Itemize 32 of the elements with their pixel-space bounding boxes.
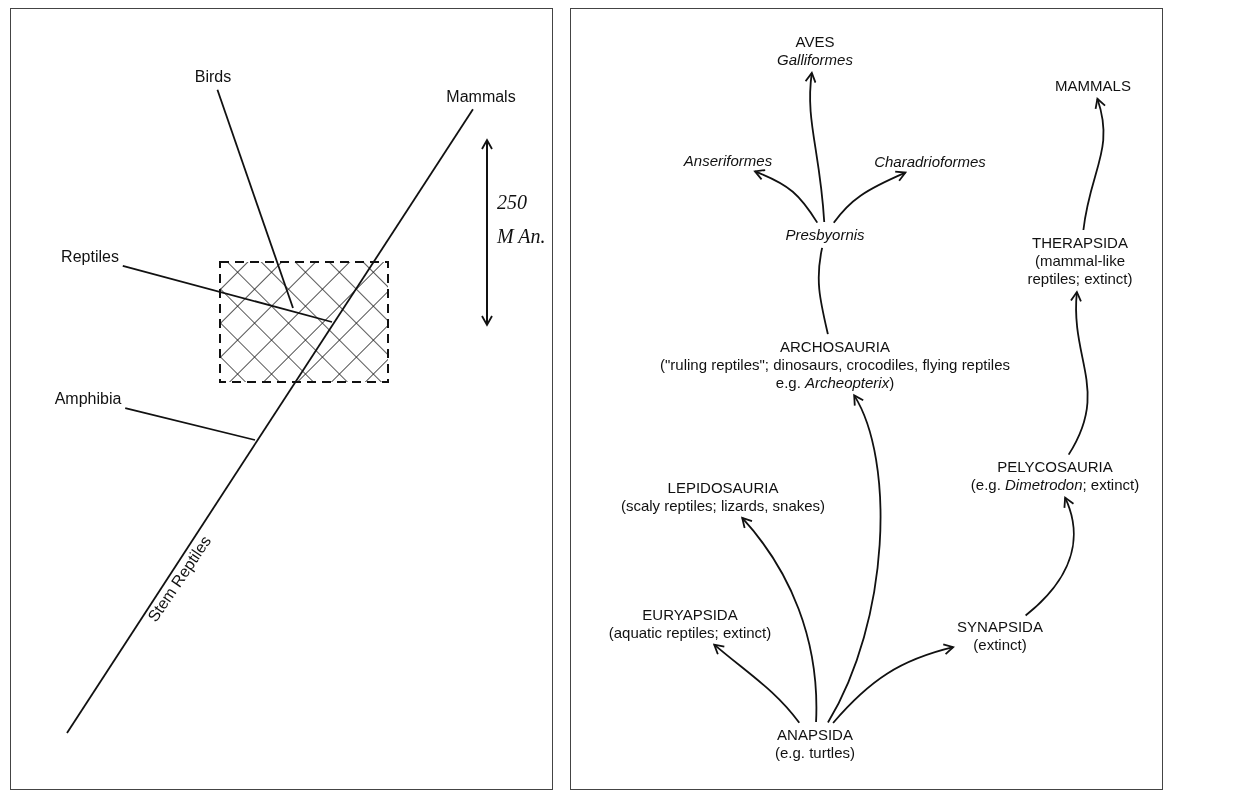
taxon-label: EURYAPSIDA (aquatic reptiles; extinct)	[608, 606, 772, 642]
arrow	[741, 517, 818, 723]
clade-label: Birds	[194, 68, 232, 86]
arrow	[1067, 291, 1089, 456]
arrow	[832, 170, 907, 224]
clade-label: Reptiles	[61, 248, 119, 266]
arrow	[1024, 496, 1075, 617]
arrow	[754, 169, 819, 224]
clade-label: Mammals	[446, 88, 516, 106]
taxon-label: AVES Galliformes	[777, 33, 853, 69]
branch-line	[216, 88, 294, 309]
arrow	[832, 643, 955, 724]
branch-line	[124, 407, 256, 441]
arrow	[1082, 97, 1106, 231]
arrow	[713, 643, 801, 724]
branch-line	[121, 264, 333, 323]
taxon-label: THERAPSIDA (mammal-like reptiles; extinct)	[1015, 234, 1145, 288]
arrow	[804, 72, 826, 223]
taxon-label: ANAPSIDA (e.g. turtles)	[775, 726, 855, 762]
branch-line	[66, 108, 474, 734]
taxon-label: Charadrioformes	[874, 153, 986, 171]
taxon-label: MAMMALS	[1055, 77, 1131, 95]
connector-line	[817, 247, 829, 335]
clade-label: Amphibia	[54, 390, 122, 408]
arrow	[827, 394, 882, 724]
taxon-label: LEPIDOSAURIA (scaly reptiles; lizards, snakes)	[620, 479, 826, 515]
time-span-label: 250 M An.	[497, 190, 547, 249]
taxon-label: Presbyornis	[785, 226, 865, 244]
taxon-label: SYNAPSIDA (extinct)	[957, 618, 1043, 654]
taxon-label: Anseriformes	[683, 152, 773, 170]
taxon-label: ARCHOSAURIA ("ruling reptiles"; dinosaurs, crocodiles, flying reptiles e.g. Archeopterix)	[650, 338, 1020, 392]
taxon-label: PELYCOSAURIA (e.g. Dimetrodon; extinct)	[970, 458, 1140, 494]
